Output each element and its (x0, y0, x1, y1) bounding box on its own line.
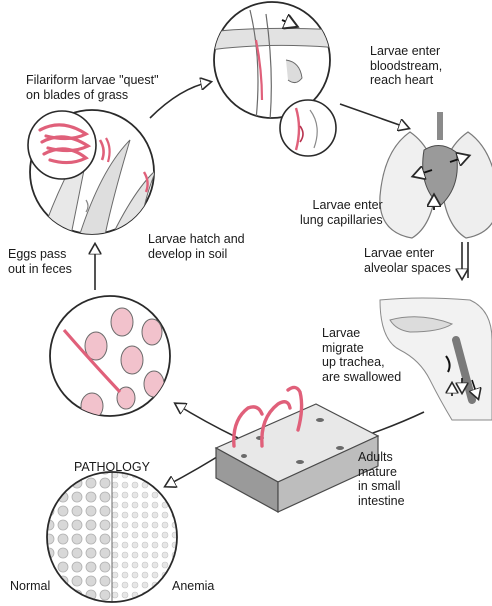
grass-larvae-circle (28, 110, 156, 240)
label-anemia: Anemia (172, 579, 214, 594)
label-normal: Normal (10, 579, 50, 594)
arrow-grass-to-skin (150, 82, 210, 118)
lungs-illustration (380, 112, 492, 238)
arrow-intestine-to-eggs (176, 404, 238, 438)
label-alveolar-spaces: Larvae enter alveolar spaces (364, 246, 451, 275)
label-trachea: Larvae migrate up trachea, are swallowed (322, 326, 401, 384)
skin-penetration-circle (210, 2, 340, 156)
label-hatch-develop: Larvae hatch and develop in soil (148, 232, 245, 261)
label-filariform-larvae: Filariform larvae "quest" on blades of g… (26, 73, 159, 102)
label-adults-mature: Adults mature in small intestine (358, 450, 405, 508)
pathology-blood-smear-circle (40, 470, 184, 606)
arrow-skin-to-lungs (340, 104, 408, 128)
small-intestine-block (216, 387, 378, 512)
label-bloodstream: Larvae enter bloodstream, reach heart (370, 44, 442, 88)
label-eggs-feces: Eggs pass out in feces (8, 247, 72, 276)
label-lung-capillaries: Larvae enter lung capillaries (300, 198, 383, 227)
eggs-circle (50, 296, 170, 419)
label-pathology: PATHOLOGY (74, 460, 150, 475)
